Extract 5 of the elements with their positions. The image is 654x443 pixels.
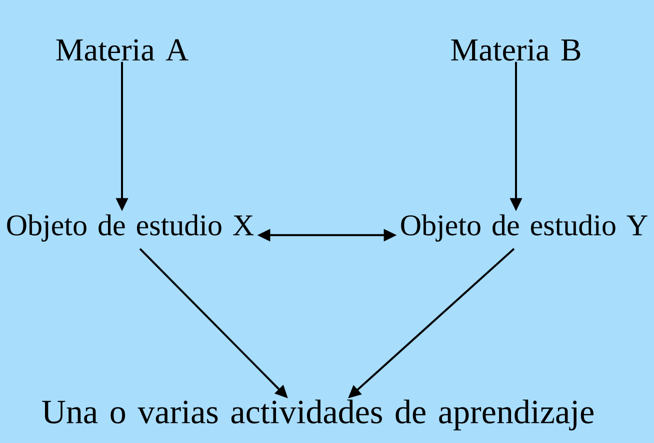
text-label: Una o varias actividades de aprendizaje <box>42 400 594 430</box>
text-label: Materia A <box>56 39 188 61</box>
text-label: Materia B <box>451 39 580 61</box>
text-label: Objeto de estudio Y <box>401 214 648 242</box>
text-label: Objeto de estudio X <box>7 214 254 242</box>
